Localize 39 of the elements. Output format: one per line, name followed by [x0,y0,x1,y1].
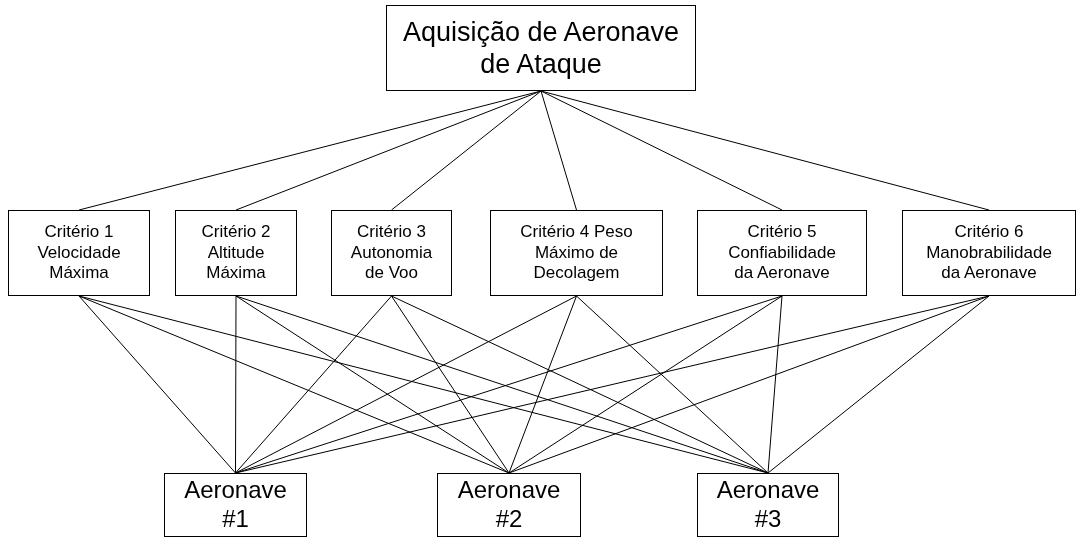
connector-line [767,295,783,474]
connector-line [391,295,510,474]
connector-line [235,90,542,211]
connector-line [508,295,577,474]
criterion-box [697,210,867,296]
connector-line [235,295,510,474]
node-text: Aquisição de Aeronave de Ataque [401,15,681,81]
node-text: Aeronave #1 [183,476,288,534]
criterion-box [175,210,297,296]
criterion-box [902,210,1076,296]
node-text: Aeronave #2 [456,476,562,534]
criterion-box [8,210,150,296]
node-text: Critério 5 Confiabilidade da Aeronave [727,222,837,284]
connector-line [78,295,510,474]
connector-line [78,295,236,474]
alternative-box [697,473,839,537]
connector-line [508,295,783,474]
connector-line [235,295,237,474]
criterion-box [331,210,452,296]
node-text: Critério 4 Peso Máximo de Decolagem [519,222,634,284]
connector-line [540,90,577,211]
connector-line [576,295,769,474]
connector-line [391,90,542,211]
criterion-box [490,210,663,296]
connector-line [235,295,577,474]
node-text: Critério 1 Velocidade Máxima [36,222,122,284]
node-text: Critério 3 Autonomia de Voo [349,222,434,284]
alternative-box [164,473,307,537]
connector-line [540,90,783,211]
connector-line [235,295,392,474]
connector-line [508,295,990,474]
goal-box [386,5,696,91]
node-text: Critério 6 Manobrabilidade da Aeronave [925,222,1053,284]
connector-line [540,90,990,211]
alternative-box [437,473,581,537]
node-text: Aeronave #3 [715,476,821,534]
connector-line [391,295,769,474]
node-text: Critério 2 Altitude Máxima [200,222,272,284]
connector-line [767,295,990,474]
